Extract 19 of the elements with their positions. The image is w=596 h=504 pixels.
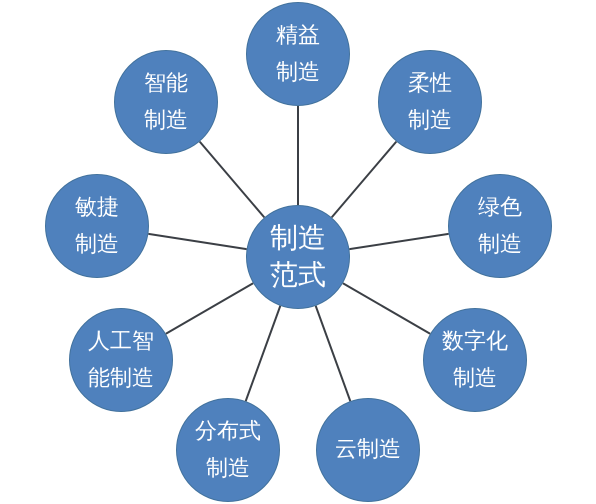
hub-label: 制造范式 [269, 220, 327, 293]
connector-line [330, 140, 398, 218]
topic-label: 柔性制造 [407, 70, 453, 135]
connector-line [198, 140, 266, 218]
topic-label: 云制造 [334, 436, 402, 464]
topic-label: 数字化制造 [441, 328, 509, 393]
connector-line [349, 232, 449, 250]
connector-line [342, 282, 431, 335]
topic-label: 人工智能制造 [87, 328, 155, 393]
topic-label: 分布式制造 [194, 418, 262, 483]
connector-line [165, 282, 254, 335]
connector-line [244, 306, 282, 402]
connector-line [314, 306, 352, 402]
topic-label: 精益制造 [275, 22, 321, 87]
connector-line [297, 106, 299, 205]
topic-label: 智能制造 [143, 70, 189, 135]
topic-label: 敏捷制造 [74, 194, 120, 259]
connector-line [148, 232, 247, 250]
topic-label: 绿色制造 [477, 194, 523, 259]
